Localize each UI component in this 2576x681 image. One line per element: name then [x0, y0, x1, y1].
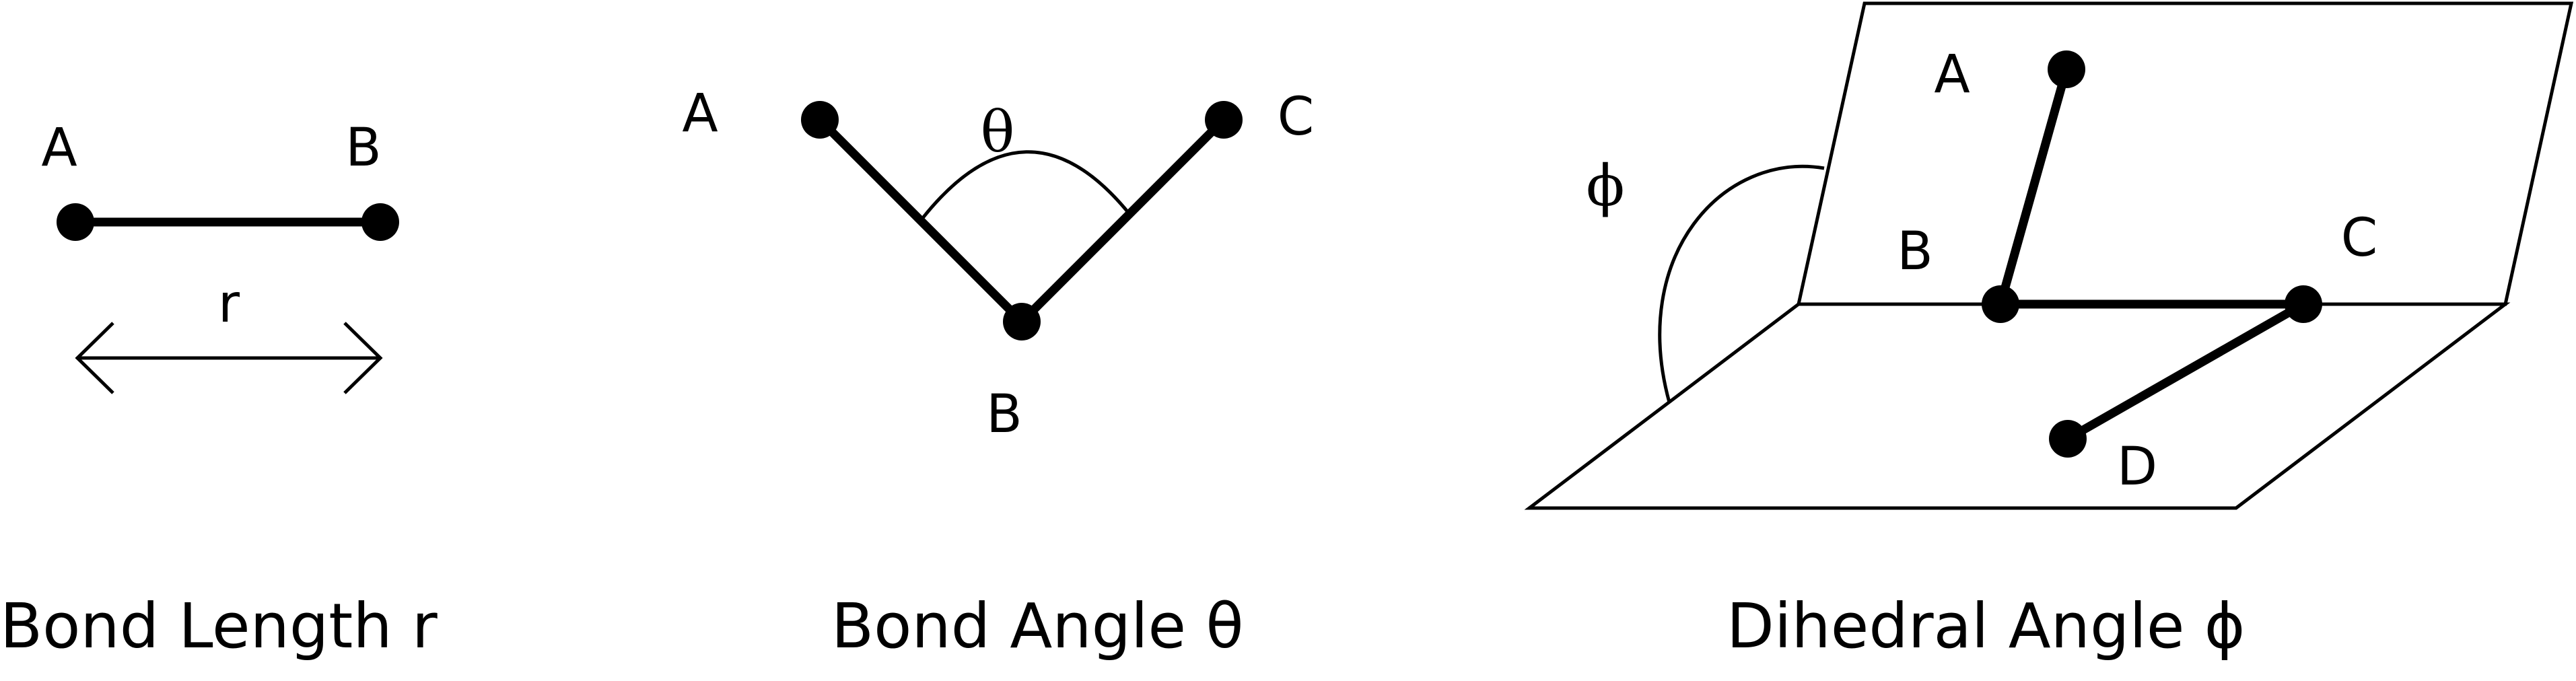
bond-c-d: [2063, 299, 2308, 443]
bond-length-panel: A B r Bond Length r: [0, 118, 438, 662]
bond-angle-caption: Bond Angle θ: [831, 590, 1244, 662]
atom-b-label: B: [345, 118, 382, 178]
atom-b-dot: [1982, 285, 2019, 323]
bond-angle-panel: A C B θ Bond Angle θ: [682, 83, 1314, 662]
atom-a-dot: [2048, 50, 2085, 88]
dihedral-angle-panel: A B C D ϕ Dihedral Angle ϕ: [1524, 1, 2574, 662]
atom-a-dot: [801, 101, 839, 139]
atom-b-label: B: [986, 384, 1022, 445]
angle-arc: [921, 150, 1131, 220]
atom-a-label: A: [1934, 44, 1970, 105]
atom-a-label: A: [682, 83, 718, 144]
atom-b-label: B: [1897, 221, 1933, 282]
atom-b-dot: [1003, 303, 1041, 340]
bond-a-b: [1996, 65, 2071, 309]
atom-c-label: C: [2341, 208, 2377, 268]
dihedral-arc: [1658, 164, 1825, 403]
atom-c-dot: [2285, 285, 2322, 323]
bond-b-c: [1017, 115, 1228, 326]
atom-d-dot: [2049, 420, 2087, 458]
atom-b-dot: [361, 203, 399, 241]
distance-arrow: [75, 322, 383, 394]
atom-d-label: D: [2117, 437, 2157, 497]
bond-a-b: [815, 115, 1026, 326]
dihedral-angle-caption: Dihedral Angle ϕ: [1727, 590, 2245, 662]
distance-symbol: r: [218, 274, 240, 334]
atom-c-dot: [1205, 101, 1243, 139]
dihedral-symbol: ϕ: [1586, 153, 1624, 219]
angle-symbol: θ: [981, 99, 1015, 165]
lower-plane: [1524, 302, 2511, 510]
atom-a-label: A: [41, 118, 77, 178]
atom-c-label: C: [1278, 87, 1314, 147]
atom-a-dot: [57, 203, 94, 241]
bond-length-caption: Bond Length r: [0, 590, 438, 662]
